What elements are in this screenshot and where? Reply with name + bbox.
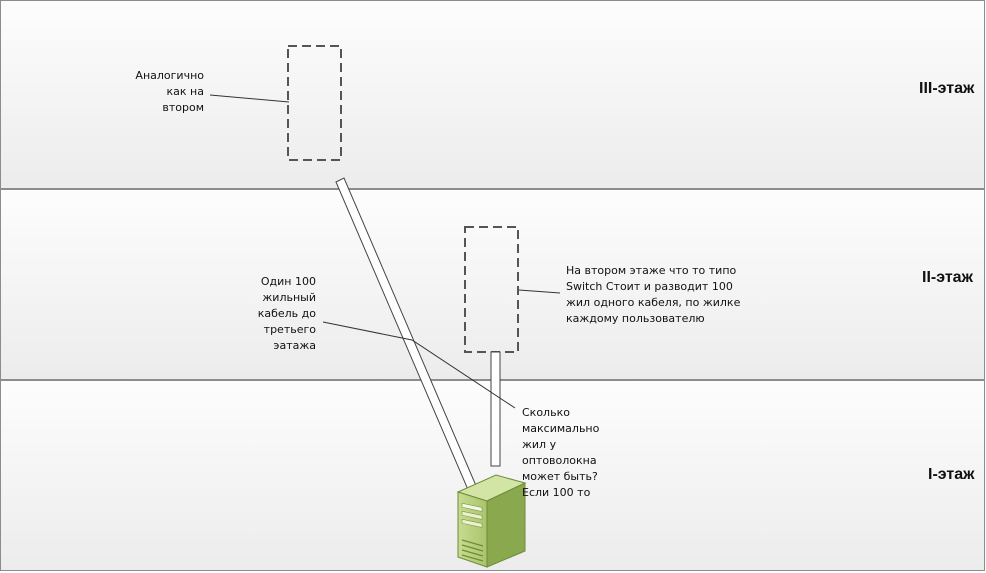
callout-line-third-floor	[209, 94, 290, 103]
note-switch: На втором этаже что то типо Switch Стоит…	[566, 264, 741, 325]
callout-line-switch	[518, 289, 561, 294]
floor-band-second	[0, 189, 985, 380]
floor-label-third: III-этаж	[919, 80, 975, 97]
cable-to-second-floor	[490, 351, 501, 467]
note-third-floor: Аналогично как на втором	[135, 69, 204, 114]
note-cable-to-third: Один 100 жильный кабель до третьего эата…	[257, 275, 316, 352]
callout-line-cable-question	[322, 321, 516, 409]
note-fiber-question: Сколько максимально жил у оптоволокна мо…	[522, 406, 600, 499]
floor-band-third	[0, 0, 985, 189]
server-icon	[456, 474, 527, 568]
floor-label-second: II-этаж	[922, 269, 973, 286]
floor-label-first: I-этаж	[928, 466, 975, 483]
